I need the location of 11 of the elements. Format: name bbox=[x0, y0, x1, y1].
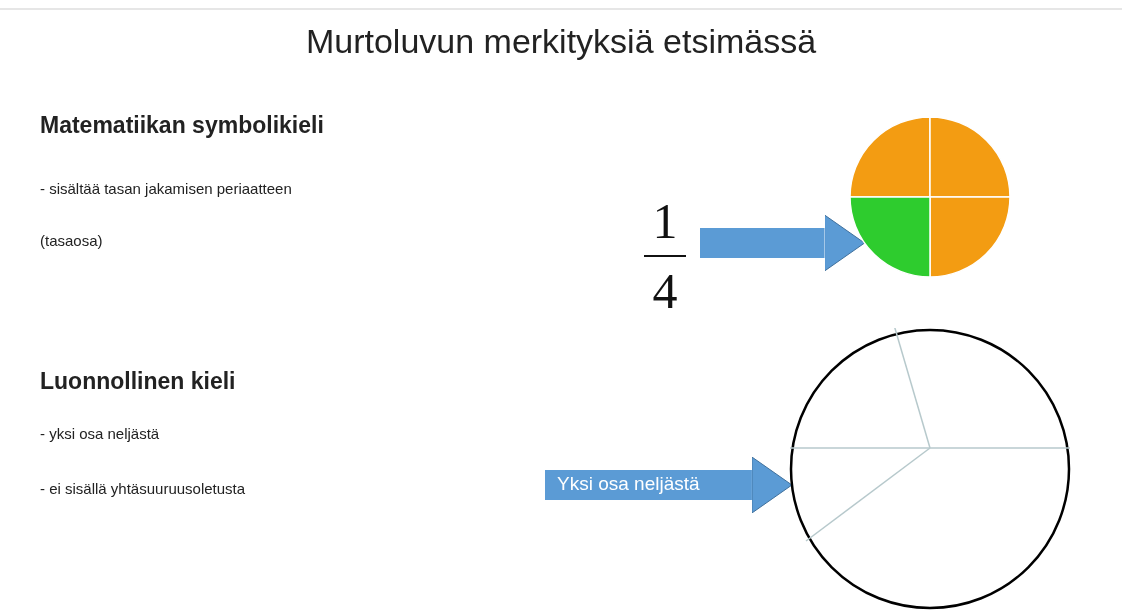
bullet-text: - ei sisällä yhtäsuuruusoletusta bbox=[40, 480, 246, 497]
edge-label: Yksi osa neljästä bbox=[557, 473, 700, 495]
fraction-text: 1 4 bbox=[630, 195, 700, 325]
block-arrow bbox=[545, 456, 793, 514]
bullet-text: (tasaosa) bbox=[40, 232, 103, 249]
slide-title: Murtoluvun merkityksiä etsimässä bbox=[304, 22, 818, 61]
bullet-text: - sisältää tasan jakamisen periaatteen bbox=[40, 180, 292, 197]
section-heading: Luonnollinen kieli bbox=[40, 368, 236, 395]
block-arrow bbox=[700, 214, 866, 272]
bullet-text: - yksi osa neljästä bbox=[40, 425, 160, 442]
section-heading: Matematiikan symbolikieli bbox=[40, 112, 324, 139]
